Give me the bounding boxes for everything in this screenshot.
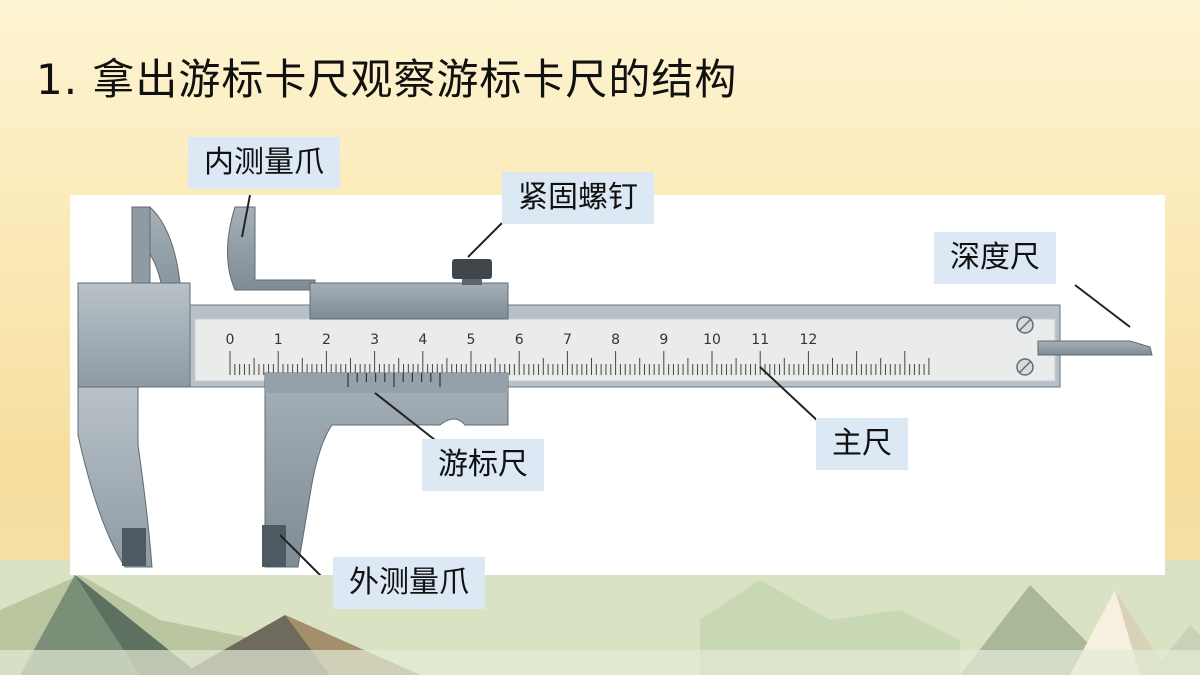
- label-inner-jaw: 内测量爪: [188, 137, 340, 189]
- main-scale-number: 9: [659, 332, 668, 348]
- main-scale-number: 12: [799, 332, 817, 348]
- label-lock-screw: 紧固螺钉: [502, 172, 654, 224]
- vernier-slider-top: [309, 282, 509, 320]
- movable-inner-jaw: [227, 206, 316, 291]
- main-scale-number: 3: [370, 332, 379, 348]
- vernier-slider: [264, 372, 509, 568]
- leader-vernier: [374, 392, 436, 441]
- label-main-scale: 主尺: [816, 418, 908, 470]
- depth-rod: [1037, 340, 1153, 356]
- main-scale-number: 1: [274, 332, 283, 348]
- page-title: 1. 拿出游标卡尺观察游标卡尺的结构: [36, 55, 738, 104]
- main-scale-number: 7: [563, 332, 572, 348]
- main-scale-number: 4: [418, 332, 427, 348]
- leader-outer-jaw: [279, 534, 322, 575]
- main-scale-number: 11: [751, 332, 769, 348]
- lock-screw-head: [452, 259, 492, 279]
- main-scale-number: 2: [322, 332, 331, 348]
- main-scale-number: 10: [703, 332, 721, 348]
- main-scale-number: 8: [611, 332, 620, 348]
- main-scale-ticks: [229, 351, 930, 375]
- main-scale-number: 0: [226, 332, 235, 348]
- vernier-scale-plate: [265, 373, 508, 393]
- leader-depth-rod: [1074, 284, 1131, 328]
- leader-main-scale: [759, 366, 821, 424]
- fixed-outer-jaw: [77, 386, 153, 568]
- main-scale-number: 6: [515, 332, 524, 348]
- leader-inner-jaw: [241, 195, 251, 238]
- label-outer-jaw: 外测量爪: [333, 557, 485, 609]
- label-depth-rod: 深度尺: [934, 232, 1056, 284]
- leader-lock-screw: [467, 222, 503, 258]
- label-vernier: 游标尺: [422, 439, 544, 491]
- main-scale-number: 5: [467, 332, 476, 348]
- vernier-scale-ticks: [347, 373, 441, 387]
